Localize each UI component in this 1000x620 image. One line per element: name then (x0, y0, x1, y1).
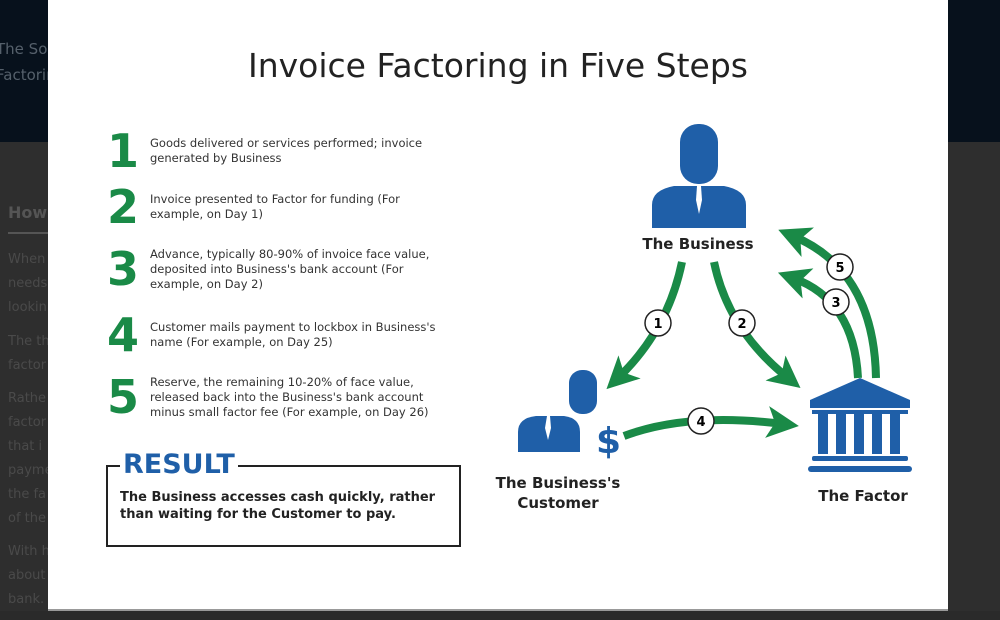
node-label-customer: The Business's Customer (495, 474, 621, 512)
arrow-3 (777, 268, 862, 379)
background-text-line: bank. (8, 592, 45, 607)
hero-text: Factorin (0, 66, 56, 84)
step-number: 1 (106, 124, 139, 178)
step-text: Invoice presented to Factor for funding … (150, 192, 400, 221)
step-badge-4: 4 (687, 407, 715, 435)
background-text-line: of the (8, 511, 46, 526)
background-text-line: The th (8, 334, 50, 349)
background-text-line: payme (8, 463, 53, 478)
result-box: RESULT The Business accesses cash quickl… (106, 450, 461, 547)
dollar-icon: $ (596, 421, 621, 462)
business-person-icon (652, 124, 746, 228)
node-label-business: The Business (642, 235, 754, 253)
background-text-line: factor (8, 358, 47, 373)
step-text: Goods delivered or services performed; i… (150, 136, 423, 165)
background-text-line: factor (8, 415, 47, 430)
background-text-line: With h (8, 544, 50, 559)
step-number: 3 (106, 242, 139, 296)
section-heading: How (8, 203, 48, 222)
infographic-title: Invoice Factoring in Five Steps (248, 46, 748, 85)
background-text-line: Rathe (8, 391, 47, 406)
badge-label: 3 (831, 296, 840, 311)
hero-text: The Sou (0, 40, 57, 58)
bottom-strip (0, 611, 1000, 620)
step-number: 2 (106, 180, 139, 234)
step-text: Advance, typically 80-90% of invoice fac… (150, 246, 430, 291)
step-text: Customer mails payment to lockbox in Bus… (150, 320, 436, 349)
badge-label: 5 (835, 261, 844, 276)
background-text-line: the fa (8, 487, 47, 502)
background-text-line: When (8, 252, 46, 267)
background-text-line: lookin (8, 300, 47, 315)
background-text-line: about (8, 568, 46, 583)
badge-label: 2 (737, 317, 746, 332)
result-heading: RESULT (120, 450, 238, 480)
bank-icon (808, 378, 912, 472)
result-text: The Business accesses cash quickly, rath… (120, 490, 436, 522)
background-text-line: needs (8, 276, 48, 291)
customer-person-icon: $ (518, 370, 621, 462)
step-badge-1: 1 (644, 309, 672, 337)
arrow-5 (778, 227, 880, 379)
badge-label: 4 (696, 415, 705, 430)
heading-rule (8, 232, 48, 234)
step-text: Reserve, the remaining 10-20% of face va… (150, 374, 429, 419)
background-text-line: that i (8, 439, 43, 454)
step-badge-3: 3 (822, 288, 850, 316)
step-badge-5: 5 (826, 253, 854, 281)
step-number: 4 (106, 308, 139, 362)
badge-label: 1 (653, 317, 662, 332)
step-badge-2: 2 (728, 309, 756, 337)
node-label-factor: The Factor (818, 487, 908, 505)
flow-diagram: $ 1 2 3 4 5 (518, 124, 912, 472)
step-number: 5 (106, 370, 139, 424)
